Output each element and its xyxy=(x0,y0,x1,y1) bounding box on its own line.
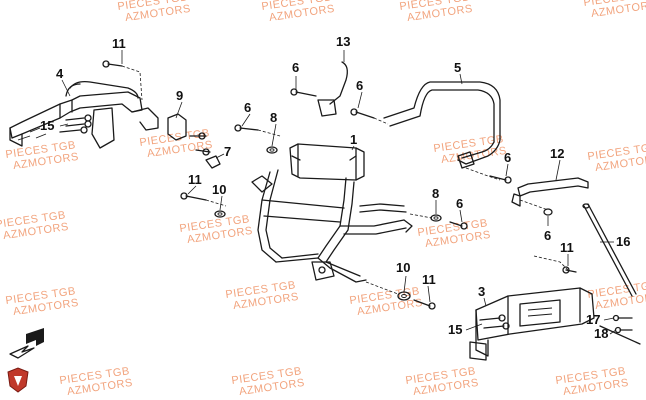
part-5-rail xyxy=(383,81,501,169)
callout-3: 3 xyxy=(478,284,485,299)
callout-15: 15 xyxy=(40,118,54,133)
callout-10: 10 xyxy=(396,260,410,275)
callout-11: 11 xyxy=(422,272,436,287)
part-6-bolt-a xyxy=(234,124,281,137)
callout-18: 18 xyxy=(594,326,608,341)
callout-11: 11 xyxy=(188,172,202,187)
callout-16: 16 xyxy=(616,234,630,249)
part-16-rod xyxy=(582,203,637,297)
callout-15: 15 xyxy=(448,322,462,337)
part-3-lower-carrier xyxy=(469,287,595,361)
callout-labels: 11 4 15 9 7 6 8 13 6 6 5 1 6 12 11 10 8 … xyxy=(40,34,630,341)
part-6-bolt-c xyxy=(350,108,389,125)
brand-logo-icon xyxy=(7,367,29,393)
callout-6: 6 xyxy=(456,196,463,211)
callout-6: 6 xyxy=(504,150,511,165)
front-arrow-icon xyxy=(9,328,44,359)
callout-8: 8 xyxy=(432,186,439,201)
watermark-line1: PIECES TGB xyxy=(583,0,646,9)
part-9-bracket xyxy=(167,113,211,156)
part-7-clip xyxy=(205,155,221,169)
callout-11: 11 xyxy=(112,36,126,51)
part-8-washer-b xyxy=(430,214,442,222)
callout-17: 17 xyxy=(586,312,600,327)
callout-6: 6 xyxy=(244,100,251,115)
callout-5: 5 xyxy=(454,60,461,75)
part-6-bolt-f xyxy=(409,213,468,230)
part-11-bolt-right xyxy=(533,255,577,274)
callout-6: 6 xyxy=(356,78,363,93)
part-1-main-frame xyxy=(251,143,413,283)
callout-7: 7 xyxy=(224,144,231,159)
part-8-washer-a xyxy=(266,146,278,154)
part-6-bolt-b xyxy=(290,88,317,97)
callout-9: 9 xyxy=(176,88,183,103)
part-15-bolts-right xyxy=(479,314,510,330)
callout-4: 4 xyxy=(56,66,64,81)
part-10-washer-a xyxy=(214,210,226,218)
part-11-bolt-left xyxy=(180,192,227,207)
part-12-strap xyxy=(511,177,589,207)
part-11-bolt-lower xyxy=(365,281,436,310)
callout-11: 11 xyxy=(560,240,574,255)
callout-1: 1 xyxy=(350,132,357,147)
callout-13: 13 xyxy=(336,34,350,49)
callout-6: 6 xyxy=(292,60,299,75)
part-13-rod xyxy=(317,61,348,117)
callout-8: 8 xyxy=(270,110,277,125)
callout-12: 12 xyxy=(550,146,564,161)
part-6-bolt-e xyxy=(519,199,553,216)
callout-10: 10 xyxy=(212,182,226,197)
part-11-bolt-top xyxy=(102,60,143,101)
part-4-left-bracket xyxy=(9,80,159,149)
part-6-bolt-d xyxy=(465,167,512,184)
callout-6: 6 xyxy=(544,228,551,243)
leader-lines xyxy=(59,50,617,335)
part-15-bolts-left xyxy=(59,114,92,134)
